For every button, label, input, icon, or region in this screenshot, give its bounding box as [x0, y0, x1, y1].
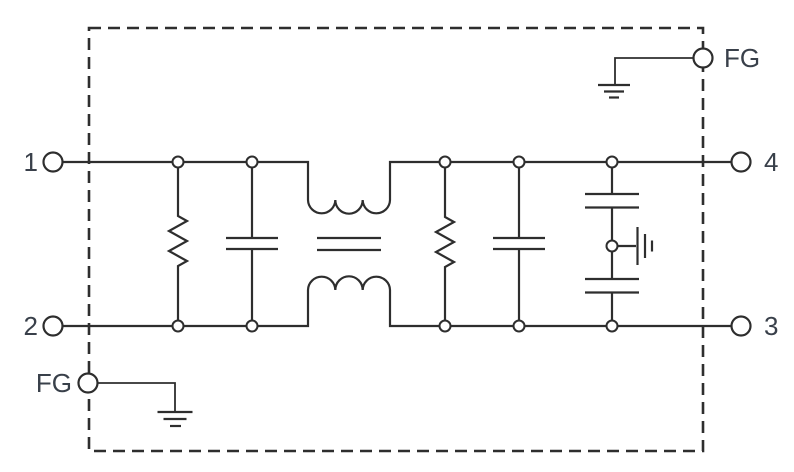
y-capacitor-ground-symbol [617, 227, 654, 265]
input-shunt-capacitor [226, 167, 278, 321]
terminal-1-label: 1 [24, 147, 38, 177]
terminal-3-label: 3 [764, 311, 778, 341]
output-shunt-resistor [433, 167, 457, 321]
terminal-2-label: 2 [24, 311, 38, 341]
junction-node [245, 319, 259, 333]
terminal-3-circle [730, 315, 752, 337]
terminal-labels: 1 2 4 3 FG FG [24, 43, 779, 398]
fg-top-ground-symbol [598, 57, 694, 99]
input-shunt-resistor [166, 167, 190, 321]
terminal-2-circle [42, 315, 64, 337]
junction-node [438, 319, 452, 333]
terminal-fg-bottom-circle [77, 372, 99, 394]
terminal-fg-top-circle [692, 47, 714, 69]
terminal-4-circle [730, 151, 752, 173]
choke-core-lines [317, 236, 381, 252]
fg-bottom-ground-lead [97, 382, 176, 411]
y-capacitor-midpoint-node [605, 239, 619, 253]
terminal-fg-bottom-label: FG [36, 368, 72, 398]
junction-nodes [171, 155, 619, 333]
junction-node [438, 155, 452, 169]
top-conductor-line1-line4 [62, 160, 731, 215]
y-capacitor-branch [585, 167, 654, 321]
shield-enclosure-dashed-border [87, 26, 705, 453]
fg-top-ground-lead [614, 57, 694, 84]
junction-node [171, 155, 185, 169]
terminal-circles [42, 47, 752, 394]
terminal-4-label: 4 [764, 147, 778, 177]
junction-node [512, 155, 526, 169]
schematic-linework [42, 26, 752, 453]
bottom-conductor-line2-line3 [62, 275, 731, 328]
output-shunt-capacitor [493, 167, 545, 321]
fg-bottom-ground-symbol [97, 382, 193, 428]
junction-node [605, 155, 619, 169]
junction-node [605, 319, 619, 333]
terminal-fg-top-label: FG [724, 43, 760, 73]
terminal-1-circle [42, 151, 64, 173]
junction-node [512, 319, 526, 333]
junction-node [245, 155, 259, 169]
junction-node [171, 319, 185, 333]
